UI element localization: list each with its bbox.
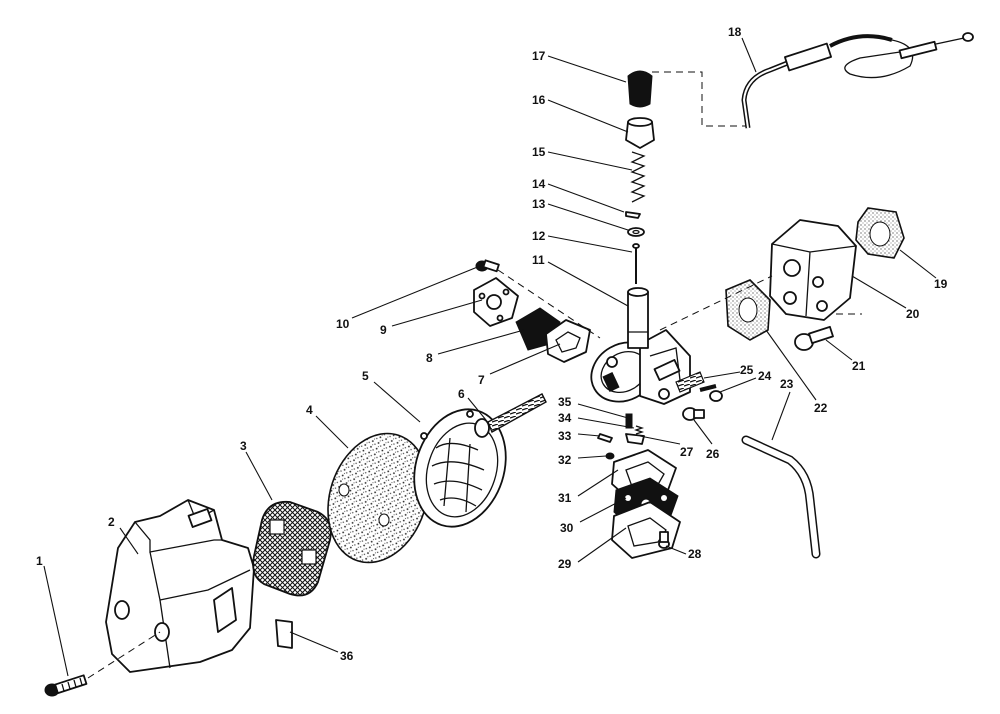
- callout-3: 3: [240, 439, 247, 453]
- callout-5: 5: [362, 369, 369, 383]
- callout-21: 21: [852, 359, 866, 373]
- part-23-fuel-line: [741, 435, 821, 559]
- part-11-throttle-bore: [627, 287, 649, 349]
- callout-24: 24: [758, 369, 772, 383]
- leader-lines: [43, 37, 937, 677]
- callout-15: 15: [532, 145, 546, 159]
- callout-20: 20: [906, 307, 920, 321]
- part-22-gasket: [725, 279, 771, 341]
- callout-35: 35: [558, 395, 572, 409]
- callout-13: 13: [532, 197, 546, 211]
- part-13-clip: [627, 227, 645, 237]
- callout-11: 11: [532, 253, 545, 267]
- part-36-label: [275, 619, 293, 649]
- callout-23: 23: [780, 377, 794, 391]
- part-12-needle: [632, 243, 640, 284]
- part-15-spring: [630, 151, 646, 203]
- callout-labels: 1 2 3 4 5 6 7 8 9 10 11 12 13 14 15 16 1…: [36, 25, 948, 663]
- part-24-screw: [699, 384, 723, 402]
- part-20-intake-adapter: [769, 219, 857, 321]
- part-25-spring: [675, 371, 705, 393]
- callout-27: 27: [680, 445, 694, 459]
- part-9-pump-cover-plate: [473, 277, 519, 327]
- part-7-gasket: [545, 319, 591, 363]
- callout-12: 12: [532, 229, 546, 243]
- callout-4: 4: [306, 403, 313, 417]
- callout-30: 30: [560, 521, 574, 535]
- callout-10: 10: [336, 317, 350, 331]
- part-34-spring: [633, 425, 645, 435]
- callout-29: 29: [558, 557, 572, 571]
- callout-1: 1: [36, 554, 43, 568]
- part-3-mesh-screen: [252, 500, 332, 597]
- part-26-screw: [682, 407, 705, 421]
- part-4-foam-filter: [327, 432, 429, 564]
- part-6-long-screw: [474, 393, 547, 438]
- callout-19: 19: [934, 277, 948, 291]
- part-2-air-filter-cover: [105, 499, 255, 673]
- callout-16: 16: [532, 93, 546, 107]
- callout-36: 36: [340, 649, 354, 663]
- part-19-gasket: [855, 207, 905, 259]
- callout-7: 7: [478, 373, 485, 387]
- part-28-screw: [658, 531, 670, 549]
- callout-18: 18: [728, 25, 742, 39]
- callout-22: 22: [814, 401, 828, 415]
- callout-17: 17: [532, 49, 546, 63]
- part-10-screw: [475, 259, 500, 273]
- callout-28: 28: [688, 547, 702, 561]
- part-27-lever: [625, 433, 645, 445]
- callout-32: 32: [558, 453, 572, 467]
- callout-33: 33: [558, 429, 572, 443]
- part-1-screw: [44, 631, 161, 697]
- callout-26: 26: [706, 447, 720, 461]
- part-32-screw: [605, 452, 615, 460]
- callout-25: 25: [740, 363, 754, 377]
- part-21-screw: [794, 325, 834, 351]
- callout-9: 9: [380, 323, 387, 337]
- callout-6: 6: [458, 387, 465, 401]
- part-35-needle: [625, 413, 633, 429]
- callout-14: 14: [532, 177, 546, 191]
- part-14-retainer: [625, 211, 641, 219]
- part-5-filter-housing: [413, 408, 507, 528]
- callout-2: 2: [108, 515, 115, 529]
- part-17-boot: [627, 70, 653, 108]
- callout-8: 8: [426, 351, 433, 365]
- part-33-pin: [597, 433, 613, 443]
- callout-34: 34: [558, 411, 572, 425]
- part-16-cap: [625, 117, 655, 149]
- callout-31: 31: [558, 491, 572, 505]
- part-18-throttle-cable: [741, 32, 974, 129]
